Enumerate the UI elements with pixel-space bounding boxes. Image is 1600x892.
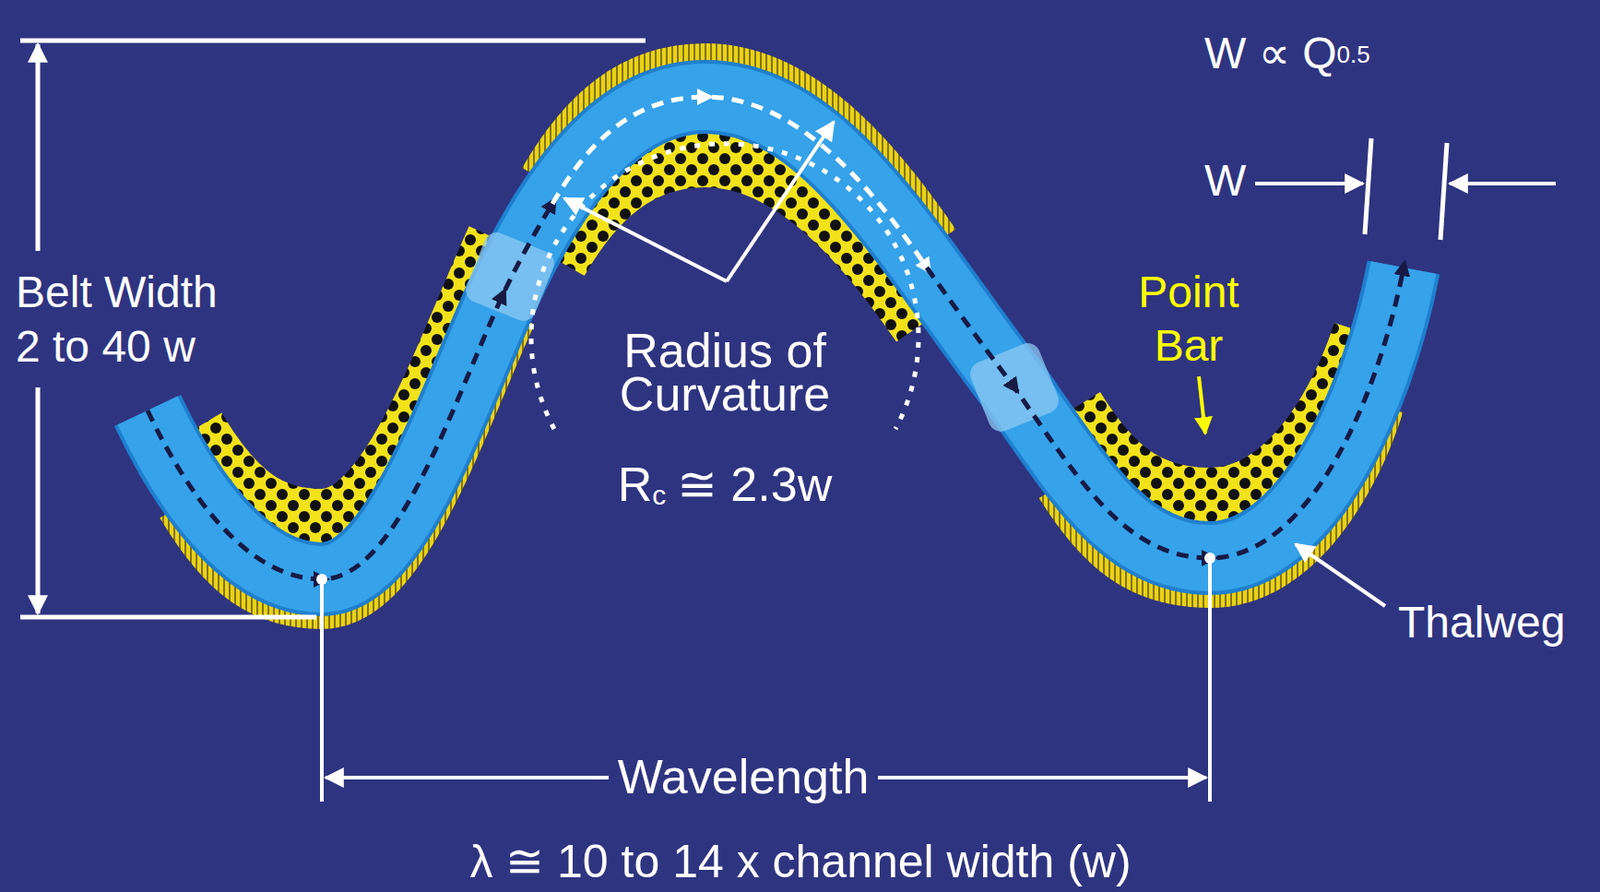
width-arrow — [1255, 181, 1363, 186]
belt-dimension-arrow — [35, 387, 41, 614]
point-bar — [189, 150, 1370, 526]
trough-point — [1204, 552, 1216, 564]
thalweg-line — [147, 203, 553, 580]
formula-exponent: 0.5 — [1337, 40, 1371, 69]
thalweg-leader — [1295, 544, 1386, 606]
formula-text: W ∝ Q — [1204, 28, 1338, 78]
label-group: Thalweg — [1398, 596, 1565, 648]
radius-arrow — [726, 121, 834, 282]
thalweg-line — [552, 96, 927, 268]
label-group: λ ≅ 10 to 14 x channel width (w) — [469, 835, 1131, 889]
curvature-arc — [531, 143, 919, 429]
river-channel — [147, 96, 1404, 580]
part-name: Thalweg — [1398, 597, 1565, 647]
label-group: Rc ≅ 2.3w — [617, 457, 832, 513]
label-group: W — [1204, 154, 1246, 206]
width-tick — [1364, 138, 1372, 235]
label-group: Radius of Curvature — [619, 329, 830, 416]
label-group: Belt Width 2 to 40 w — [15, 264, 247, 374]
dimension-label: Radius of Curvature — [619, 329, 830, 416]
wavelength-extension-line — [1208, 561, 1212, 802]
trough-point — [316, 573, 328, 585]
label-group: Wavelength — [608, 749, 879, 806]
formula-text: R — [617, 457, 653, 511]
formula-text: λ ≅ 10 to 14 x channel width (w) — [469, 835, 1131, 888]
width-tick — [1440, 142, 1447, 240]
radius-arrow — [564, 198, 727, 282]
formula-subscript: c — [651, 479, 666, 510]
label-group: W ∝ Q0.5 — [1204, 27, 1371, 79]
belt-dimension-arrow — [35, 44, 41, 251]
label-group: Point Bar — [1137, 265, 1239, 373]
channel-edge — [147, 96, 1404, 580]
riffle — [462, 228, 558, 325]
dimension-label: Wavelength — [617, 749, 870, 804]
belt-extension-line — [20, 615, 317, 620]
point-bar-pointer — [1198, 376, 1206, 434]
dimension-label: Belt Width 2 to 40 w — [15, 264, 247, 374]
width-symbol: W — [1204, 155, 1246, 205]
wavelength-extension-line — [320, 582, 324, 802]
part-name: Point Bar — [1137, 265, 1239, 373]
width-arrow — [1449, 181, 1556, 186]
belt-extension-line — [20, 38, 646, 44]
formula-text: ≅ 2.3w — [676, 457, 832, 511]
